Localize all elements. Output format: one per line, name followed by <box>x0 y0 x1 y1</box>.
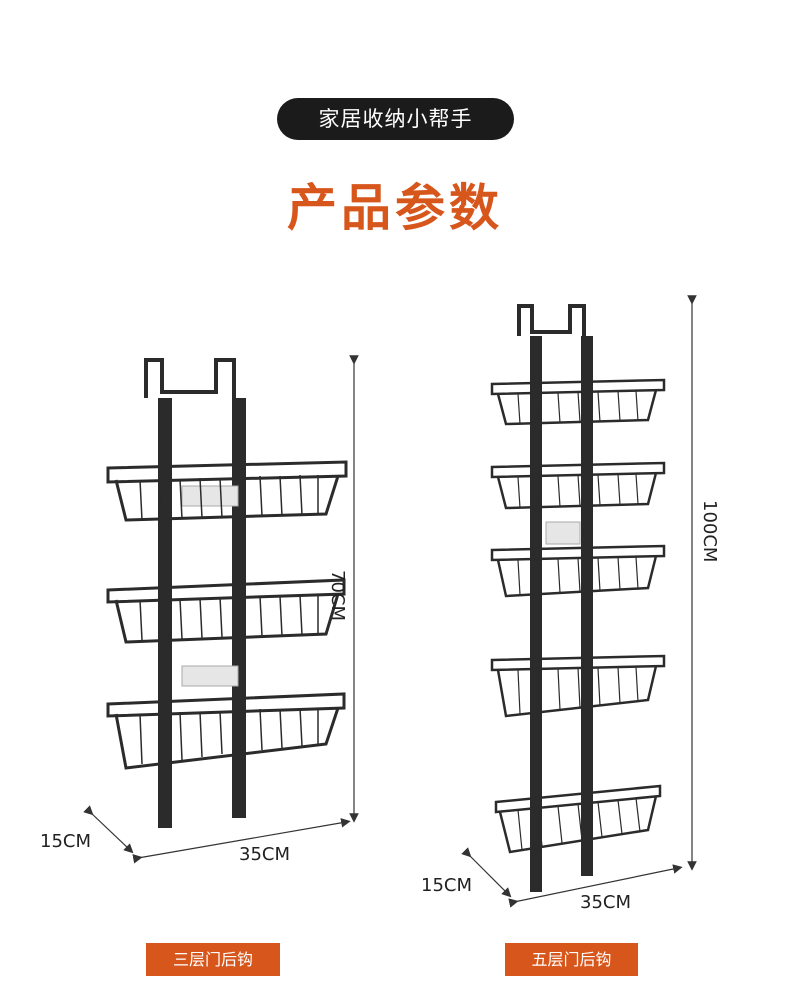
height-label-three-tier: 70CM <box>327 570 348 622</box>
dimension-lines <box>83 295 697 908</box>
depth-label-three-tier: 15CM <box>40 831 92 852</box>
product-label-three-tier: 三层门后钩 <box>146 943 280 976</box>
height-label-five-tier: 100CM <box>699 500 720 563</box>
width-label-five-tier: 35CM <box>580 892 632 913</box>
product-label-five-tier: 五层门后钩 <box>505 943 638 976</box>
brand-pill: 家居收纳小帮手 <box>277 98 514 140</box>
page-title: 产品参数 <box>287 179 503 237</box>
width-label-three-tier: 35CM <box>239 844 291 865</box>
five-tier-rack <box>490 304 666 892</box>
depth-label-five-tier: 15CM <box>421 875 473 896</box>
three-tier-rack <box>106 358 348 828</box>
